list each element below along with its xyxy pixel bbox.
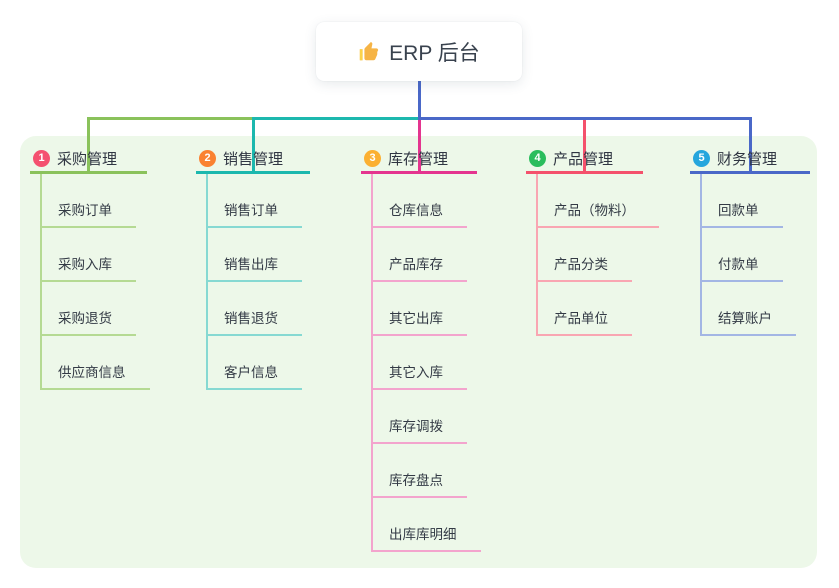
branch-2: 2 销售管理销售订单销售出库销售退货客户信息 xyxy=(196,145,310,390)
child-node[interactable]: 出库库明细 xyxy=(373,498,481,552)
child-node[interactable]: 采购入库 xyxy=(42,228,136,282)
child-node[interactable]: 其它出库 xyxy=(373,282,467,336)
bus-segment-right xyxy=(417,117,752,120)
child-node[interactable]: 其它入库 xyxy=(373,336,467,390)
branch-5-label: 财务管理 xyxy=(717,150,778,168)
branch-2-header[interactable]: 2 销售管理 xyxy=(196,145,310,174)
bus-segment-mid xyxy=(251,117,418,120)
child-node[interactable]: 付款单 xyxy=(702,228,783,282)
branch-4: 4 产品管理产品（物料）产品分类产品单位 xyxy=(526,145,659,336)
branch-3: 3 库存管理仓库信息产品库存其它出库其它入库库存调拨库存盘点出库库明细 xyxy=(361,145,481,552)
branch-3-label: 库存管理 xyxy=(388,150,449,168)
root-connector xyxy=(417,81,421,120)
branch-5-children: 回款单付款单结算账户 xyxy=(700,174,796,336)
child-node[interactable]: 供应商信息 xyxy=(42,336,150,390)
branch-4-drop-connector xyxy=(583,117,586,174)
root-title: ERP 后台 xyxy=(389,41,480,65)
branch-3-header[interactable]: 3 库存管理 xyxy=(361,145,477,174)
branch-1-drop-connector xyxy=(87,117,90,174)
child-node[interactable]: 销售订单 xyxy=(208,174,302,228)
child-node[interactable]: 仓库信息 xyxy=(373,174,467,228)
branch-5: 5 财务管理回款单付款单结算账户 xyxy=(690,145,810,336)
child-node[interactable]: 产品库存 xyxy=(373,228,467,282)
branch-3-drop-connector xyxy=(417,117,421,174)
branch-4-header[interactable]: 4 产品管理 xyxy=(526,145,643,174)
child-node[interactable]: 采购退货 xyxy=(42,282,136,336)
branch-2-children: 销售订单销售出库销售退货客户信息 xyxy=(206,174,302,390)
branch-4-number-badge: 4 xyxy=(529,149,546,167)
branch-5-header[interactable]: 5 财务管理 xyxy=(690,145,810,174)
child-node[interactable]: 产品分类 xyxy=(538,228,632,282)
child-node[interactable]: 产品单位 xyxy=(538,282,632,336)
branch-2-label: 销售管理 xyxy=(223,150,284,168)
branch-5-drop-connector xyxy=(748,117,752,174)
branch-1-children: 采购订单采购入库采购退货供应商信息 xyxy=(40,174,150,390)
child-node[interactable]: 客户信息 xyxy=(208,336,302,390)
thumbs-up-icon xyxy=(360,41,379,60)
branch-5-number-badge: 5 xyxy=(693,149,710,167)
child-node[interactable]: 销售出库 xyxy=(208,228,302,282)
branch-2-drop-connector xyxy=(251,117,255,174)
branch-3-children: 仓库信息产品库存其它出库其它入库库存调拨库存盘点出库库明细 xyxy=(371,174,481,552)
child-node[interactable]: 库存盘点 xyxy=(373,444,467,498)
branch-1-header[interactable]: 1 采购管理 xyxy=(30,145,147,174)
bus-segment-left xyxy=(87,117,252,120)
child-node[interactable]: 回款单 xyxy=(702,174,783,228)
child-node[interactable]: 采购订单 xyxy=(42,174,136,228)
root-node[interactable]: ERP 后台 xyxy=(316,22,522,81)
branch-2-number-badge: 2 xyxy=(199,149,216,167)
branch-3-number-badge: 3 xyxy=(364,149,381,167)
branch-1-label: 采购管理 xyxy=(57,150,118,168)
branch-1: 1 采购管理采购订单采购入库采购退货供应商信息 xyxy=(30,145,150,390)
child-node[interactable]: 销售退货 xyxy=(208,282,302,336)
branch-4-children: 产品（物料）产品分类产品单位 xyxy=(536,174,659,336)
child-node[interactable]: 结算账户 xyxy=(702,282,796,336)
branch-4-label: 产品管理 xyxy=(553,150,614,168)
child-node[interactable]: 产品（物料） xyxy=(538,174,659,228)
branch-1-number-badge: 1 xyxy=(33,149,50,167)
child-node[interactable]: 库存调拨 xyxy=(373,390,467,444)
